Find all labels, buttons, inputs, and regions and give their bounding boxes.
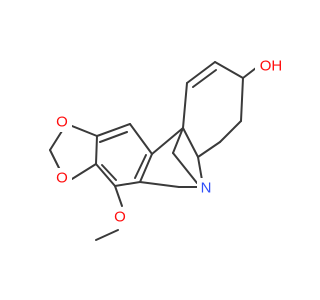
bond — [114, 185, 123, 207]
bond — [95, 163, 116, 187]
atom-label: N — [201, 180, 212, 197]
bond — [197, 156, 203, 181]
bond — [134, 154, 147, 179]
molecule-structure-diagram: O O O N OH — [49, 55, 287, 241]
bond — [99, 131, 128, 143]
bond — [172, 127, 184, 154]
hydroxyl-group: OH — [255, 55, 287, 77]
bond — [197, 141, 221, 158]
bond — [101, 164, 117, 181]
bond — [71, 125, 98, 137]
bond — [71, 163, 97, 180]
bond — [240, 77, 244, 122]
oxygen-atom-dioxole-bottom: O — [53, 168, 72, 188]
bond — [151, 127, 184, 155]
bond — [214, 61, 244, 79]
bond — [129, 123, 153, 155]
atom-label-layer: O O O N OH — [53, 55, 287, 227]
bond — [139, 181, 180, 188]
bond — [95, 135, 98, 165]
atom-label: O — [56, 170, 68, 187]
bond — [182, 127, 199, 158]
atom-label: O — [56, 114, 68, 131]
bond — [192, 69, 217, 88]
bond — [182, 82, 188, 129]
bond — [242, 67, 257, 79]
oxygen-atom-dioxole-top: O — [53, 112, 72, 132]
nitrogen-atom-amine: N — [197, 178, 216, 198]
bond — [172, 152, 198, 184]
bond — [219, 120, 242, 143]
bond — [96, 123, 131, 137]
bond-layer — [49, 61, 257, 241]
atom-label: OH — [260, 58, 283, 75]
bond — [95, 229, 119, 241]
bond — [49, 130, 63, 151]
bond — [139, 153, 153, 183]
atom-label: O — [114, 209, 126, 226]
oxygen-atom-methoxy: O — [111, 207, 130, 227]
bond — [186, 61, 216, 84]
bond — [114, 181, 141, 187]
